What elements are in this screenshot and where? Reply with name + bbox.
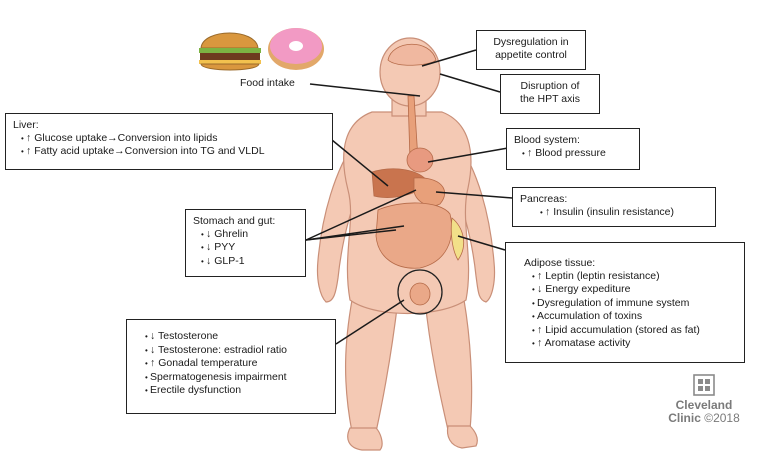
stomach-organ [413, 177, 446, 207]
liver-list: ↑ Glucose uptake→Conversion into lipids … [13, 132, 325, 159]
list-item: ↓ PYY [201, 241, 298, 255]
list-item: ↓ Testosterone [145, 330, 328, 344]
list-item: ↓ Energy expediture [532, 283, 737, 297]
adipose-tissue-box: Adipose tissue: ↑ Leptin (leptin resista… [505, 242, 745, 363]
leader-lines [305, 49, 513, 345]
donut-icon [268, 28, 324, 70]
heart [406, 147, 434, 173]
appetite-box: Dysregulation in appetite control [476, 30, 586, 70]
list-item: ↑ Insulin (insulin resistance) [540, 206, 708, 220]
liver-title: Liver: [13, 119, 39, 131]
intestines [375, 202, 453, 269]
hpt-box: Disruption of the HPT axis [500, 74, 600, 114]
list-item: Erectile dysfunction [145, 384, 328, 398]
left-leg [345, 299, 399, 433]
logo-copyright: ©2018 [704, 411, 740, 425]
food-intake-label: Food intake [240, 77, 295, 89]
list-item: ↓ GLP-1 [201, 255, 298, 269]
organs [371, 43, 465, 306]
list-item: Accumulation of toxins [532, 310, 737, 324]
burger-icon [199, 32, 261, 71]
list-item: ↑ Glucose uptake→Conversion into lipids [21, 132, 325, 146]
cleveland-clinic-logo: Cleveland Clinic ©2018 [662, 374, 746, 425]
right-leg [424, 299, 473, 431]
liver-box: Liver: ↑ Glucose uptake→Conversion into … [5, 113, 333, 170]
adipose-title: Adipose tissue: [524, 257, 596, 269]
right-foot [446, 425, 478, 449]
blood-title: Blood system: [514, 134, 580, 146]
human-figure [316, 37, 496, 451]
list-item: ↑ Blood pressure [522, 147, 632, 161]
adipose-region [450, 217, 465, 261]
reproductive-box: ↓ Testosterone ↓ Testosterone: estradiol… [126, 319, 336, 414]
blood-system-box: Blood system: ↑ Blood pressure [506, 128, 640, 170]
list-item: ↓ Ghrelin [201, 228, 298, 242]
left-foot [347, 427, 383, 451]
appetite-line-2: appetite control [495, 48, 567, 61]
pancreas-box: Pancreas: ↑ Insulin (insulin resistance) [512, 187, 716, 227]
blood-list: ↑ Blood pressure [514, 147, 632, 161]
hpt-line-2: the HPT axis [520, 92, 580, 105]
stomach-gut-box: Stomach and gut: ↓ Ghrelin ↓ PYY ↓ GLP-1 [185, 209, 306, 277]
pancreas-list: ↑ Insulin (insulin resistance) [520, 206, 708, 220]
list-item: ↑ Gonadal temperature [145, 357, 328, 371]
list-item: ↑ Leptin (leptin resistance) [532, 270, 737, 284]
list-item: Spermatogenesis impairment [145, 371, 328, 385]
cleveland-clinic-cross-icon [693, 374, 715, 396]
logo-line-1: Cleveland [675, 398, 733, 412]
list-item: Dysregulation of immune system [532, 297, 737, 311]
gonads [409, 282, 431, 306]
hpt-line-1: Disruption of [520, 80, 580, 92]
stomach-title: Stomach and gut: [193, 215, 276, 227]
appetite-line-1: Dysregulation in [493, 36, 569, 48]
list-item: ↑ Aromatase activity [532, 337, 737, 351]
reproductive-list: ↓ Testosterone ↓ Testosterone: estradiol… [145, 330, 328, 398]
stomach-list: ↓ Ghrelin ↓ PYY ↓ GLP-1 [193, 228, 298, 269]
list-item: ↓ Testosterone: estradiol ratio [145, 344, 328, 358]
pancreas-title: Pancreas: [520, 193, 568, 205]
brain [387, 43, 437, 66]
list-item: ↑ Lipid accumulation (stored as fat) [532, 324, 737, 338]
gonad-highlight [397, 269, 443, 315]
logo-line-2: Clinic [668, 411, 701, 425]
list-item: ↑ Fatty acid uptake→Conversion into TG a… [21, 145, 325, 159]
adipose-list: ↑ Leptin (leptin resistance) ↓ Energy ex… [524, 270, 737, 351]
